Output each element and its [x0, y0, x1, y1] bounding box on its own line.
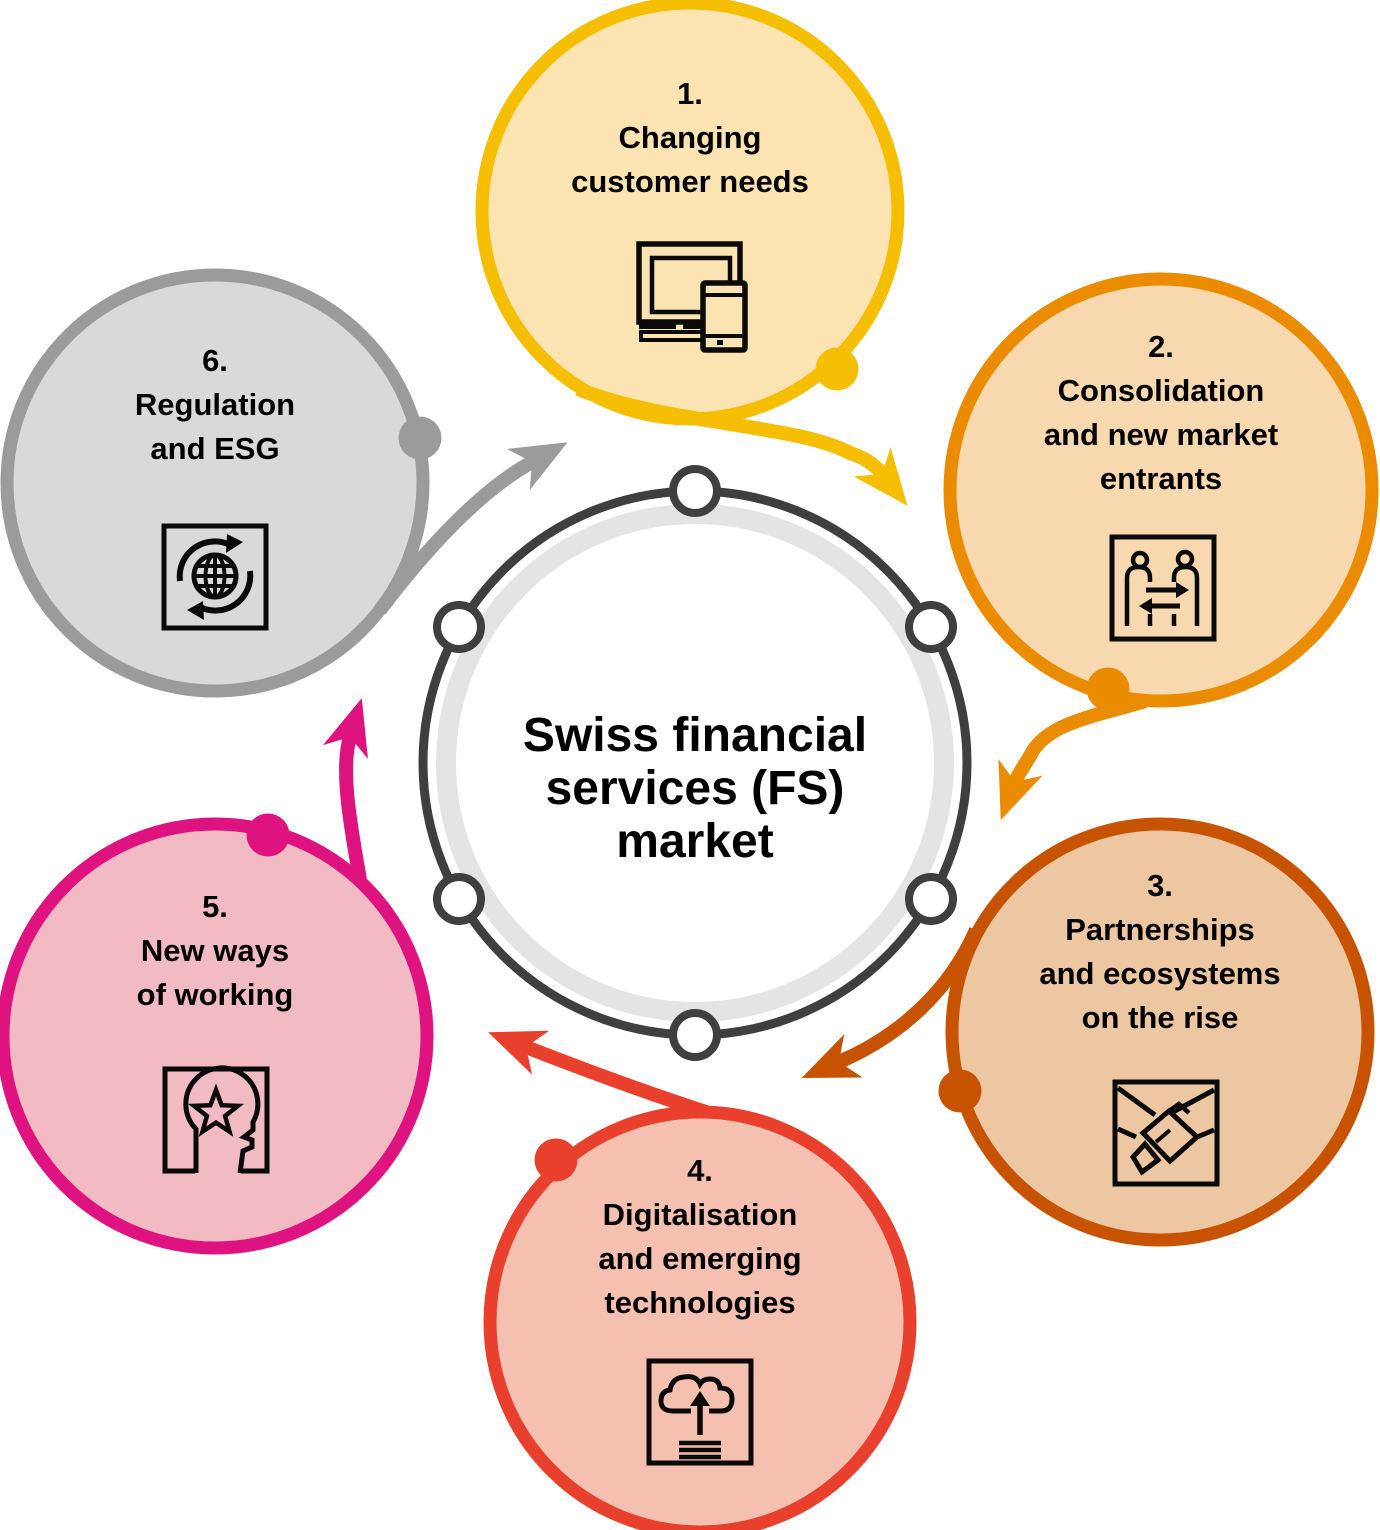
circle-2-number: 2. [1148, 329, 1174, 364]
circle-3-label-line: and ecosystems [1039, 956, 1280, 991]
circle-5-label-line: New ways [141, 933, 289, 968]
globe-sync-icon [161, 523, 269, 631]
circle-6-number: 6. [202, 343, 228, 378]
arrow-start-dot-4 [534, 1138, 578, 1182]
circle-6-label-line: and ESG [150, 431, 279, 466]
circle-4-label-line: Digitalisation [603, 1197, 798, 1232]
cloud-upload-icon [646, 1358, 754, 1466]
circle-4-number: 4. [687, 1153, 713, 1188]
circle-1-label-line: Changing [619, 120, 762, 155]
circle-2-bubble [943, 272, 1379, 708]
circle-3-label-line: Partnerships [1065, 912, 1255, 947]
ring-nodes [433, 465, 957, 1061]
circle-1-label-line: customer needs [571, 164, 809, 199]
circle-5-number: 5. [202, 889, 228, 924]
ring-node [669, 465, 721, 517]
arrow-start-dots [246, 347, 1130, 1182]
circle-5-new-ways-of-working: 5. New ways of working [0, 817, 434, 1255]
circle-3-number: 3. [1147, 868, 1173, 903]
arrow-5-to-6 [322, 698, 368, 882]
circle-4-label-line: technologies [604, 1285, 795, 1320]
ring-node [905, 601, 957, 653]
head-star-icon [162, 1065, 270, 1174]
arrow-start-dot-1 [815, 347, 859, 391]
circle-3-partnerships-ecosystems: 3. Partnerships and ecosystems on the ri… [945, 817, 1375, 1247]
arrow-3-to-4 [801, 927, 983, 1078]
flow-arrows [322, 382, 1148, 1119]
center-title-line: Swiss financial [523, 709, 867, 762]
circle-1-changing-customer-needs: 1. Changing customer needs [475, 0, 905, 426]
arrow-6-to-1 [374, 442, 568, 615]
circle-2-consolidation-new-market-entrants: 2. Consolidation and new market entrants [943, 272, 1379, 708]
ring-node [433, 601, 485, 653]
center-title-line: market [616, 815, 773, 868]
circle-3-label-line: on the rise [1082, 1000, 1239, 1035]
arrow-2-to-3 [998, 694, 1148, 821]
center-title-line: services (FS) [546, 762, 845, 815]
arrow-start-dot-5 [246, 813, 290, 857]
circle-5-label-line: of working [137, 977, 294, 1012]
circle-6-bubble [0, 268, 430, 698]
circle-1-number: 1. [677, 76, 703, 111]
arrow-start-dot-6 [398, 416, 442, 460]
circle-3-bubble [945, 817, 1375, 1247]
people-exchange-icon [1109, 534, 1217, 642]
circle-2-label-line: Consolidation [1058, 373, 1265, 408]
handshake-icon [1112, 1079, 1220, 1187]
arrow-start-dot-3 [938, 1069, 982, 1113]
circle-6-label-line: Regulation [135, 387, 295, 422]
arrow-1-to-2 [575, 382, 908, 506]
center-title: Swiss financial services (FS) market [523, 709, 867, 868]
ring-node [669, 1009, 721, 1061]
circle-4-digitalisation-emerging-technologies: 4. Digitalisation and emerging technolog… [483, 1105, 917, 1530]
circle-2-label-line: and new market [1044, 417, 1278, 452]
center-ring: Swiss financial services (FS) market [418, 465, 972, 1061]
ring-node [433, 873, 485, 925]
devices-icon [636, 241, 748, 353]
arrow-start-dot-2 [1086, 667, 1130, 711]
circle-5-bubble [0, 817, 434, 1255]
ring-node [905, 873, 957, 925]
arrow-4-to-5 [488, 1030, 709, 1119]
circle-2-label-line: entrants [1100, 461, 1222, 496]
circle-6-regulation-and-esg: 6. Regulation and ESG [0, 268, 430, 698]
circle-4-label-line: and emerging [598, 1241, 801, 1276]
